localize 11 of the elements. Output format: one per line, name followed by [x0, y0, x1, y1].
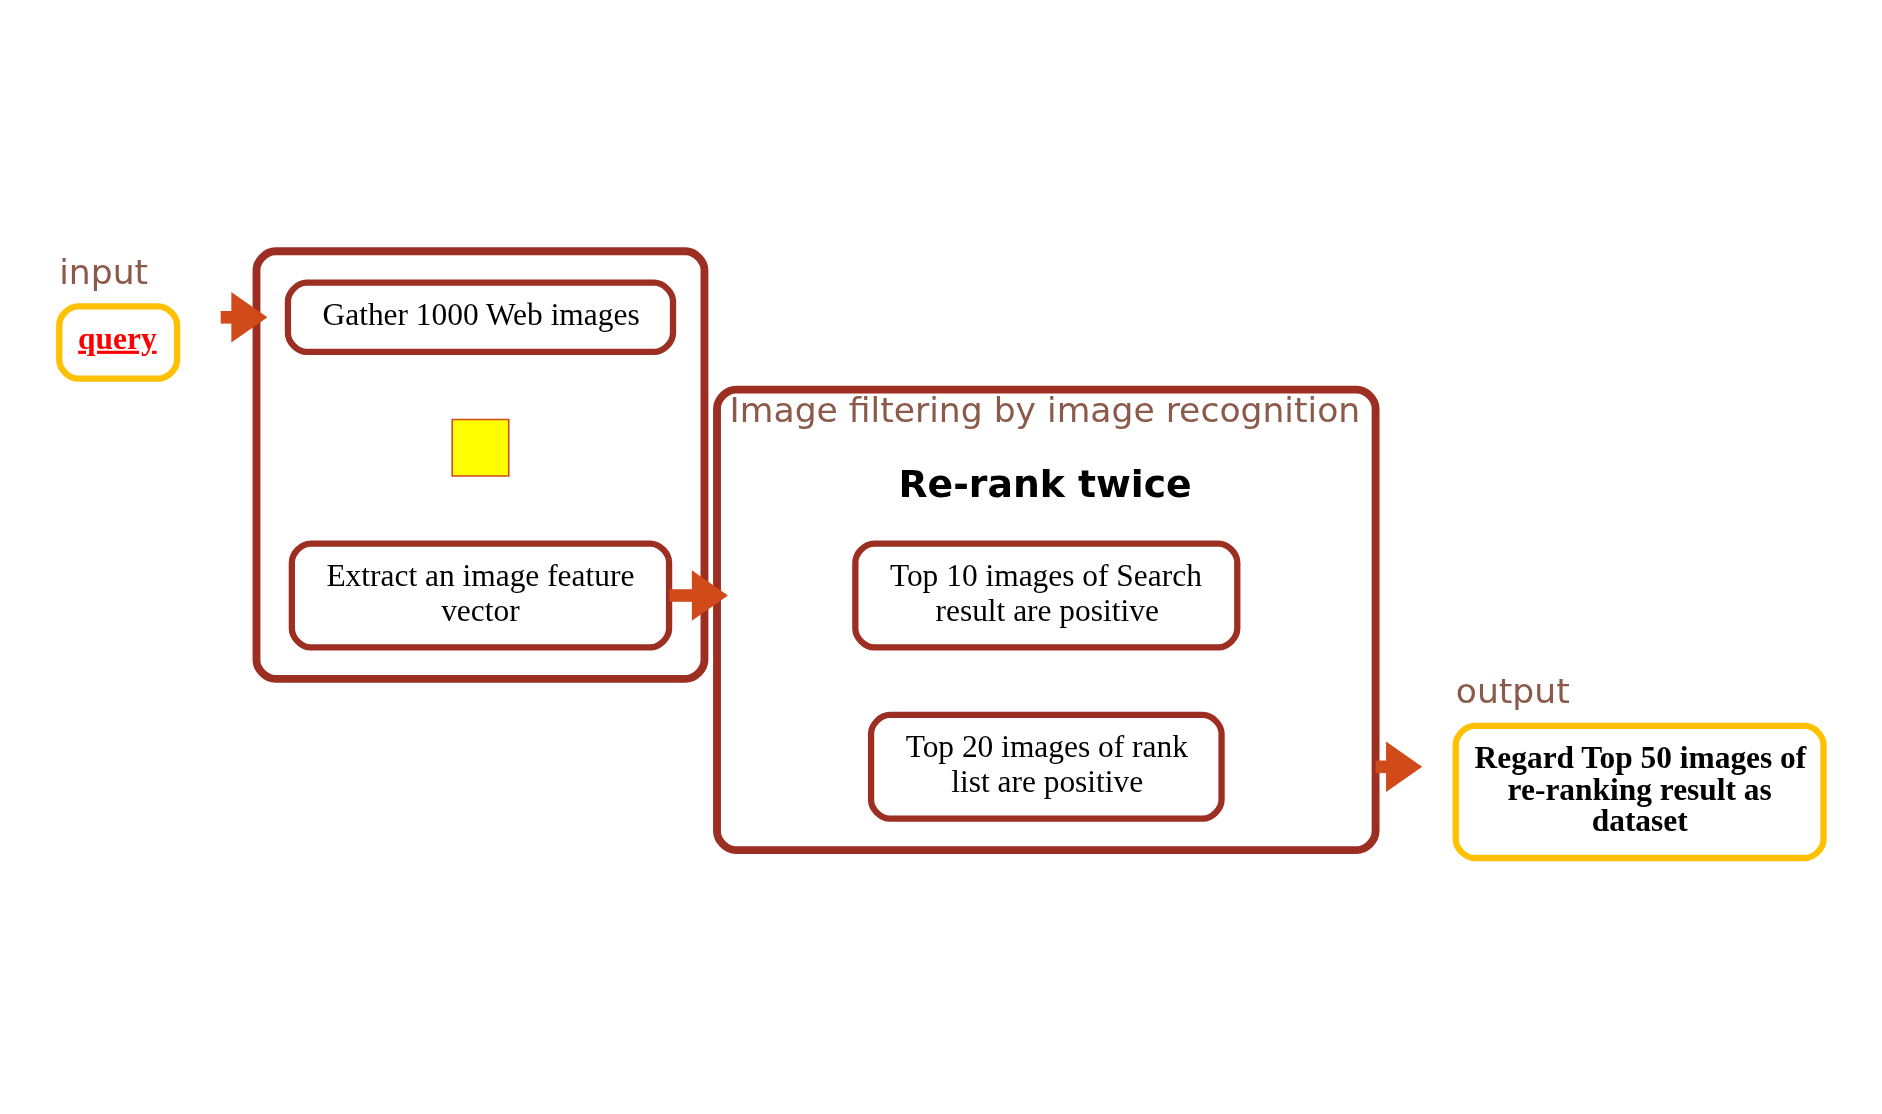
node-box: Regard Top 50 images of re-ranking result as dataset: [1452, 722, 1827, 862]
node-label: output: [1455, 671, 1570, 712]
cluster: [252, 247, 709, 683]
node-box: Top 20 images of rank list are positive: [867, 711, 1225, 822]
node-box: Gather 1000 Web images: [284, 279, 677, 356]
node-box: query: [56, 303, 181, 382]
node-box: Top 10 images of Search result are positive: [852, 540, 1241, 651]
node-label: input: [59, 251, 149, 292]
node-plus: [451, 418, 510, 477]
node-box: Extract an image feature vector: [288, 540, 673, 651]
arrow: [669, 570, 728, 621]
